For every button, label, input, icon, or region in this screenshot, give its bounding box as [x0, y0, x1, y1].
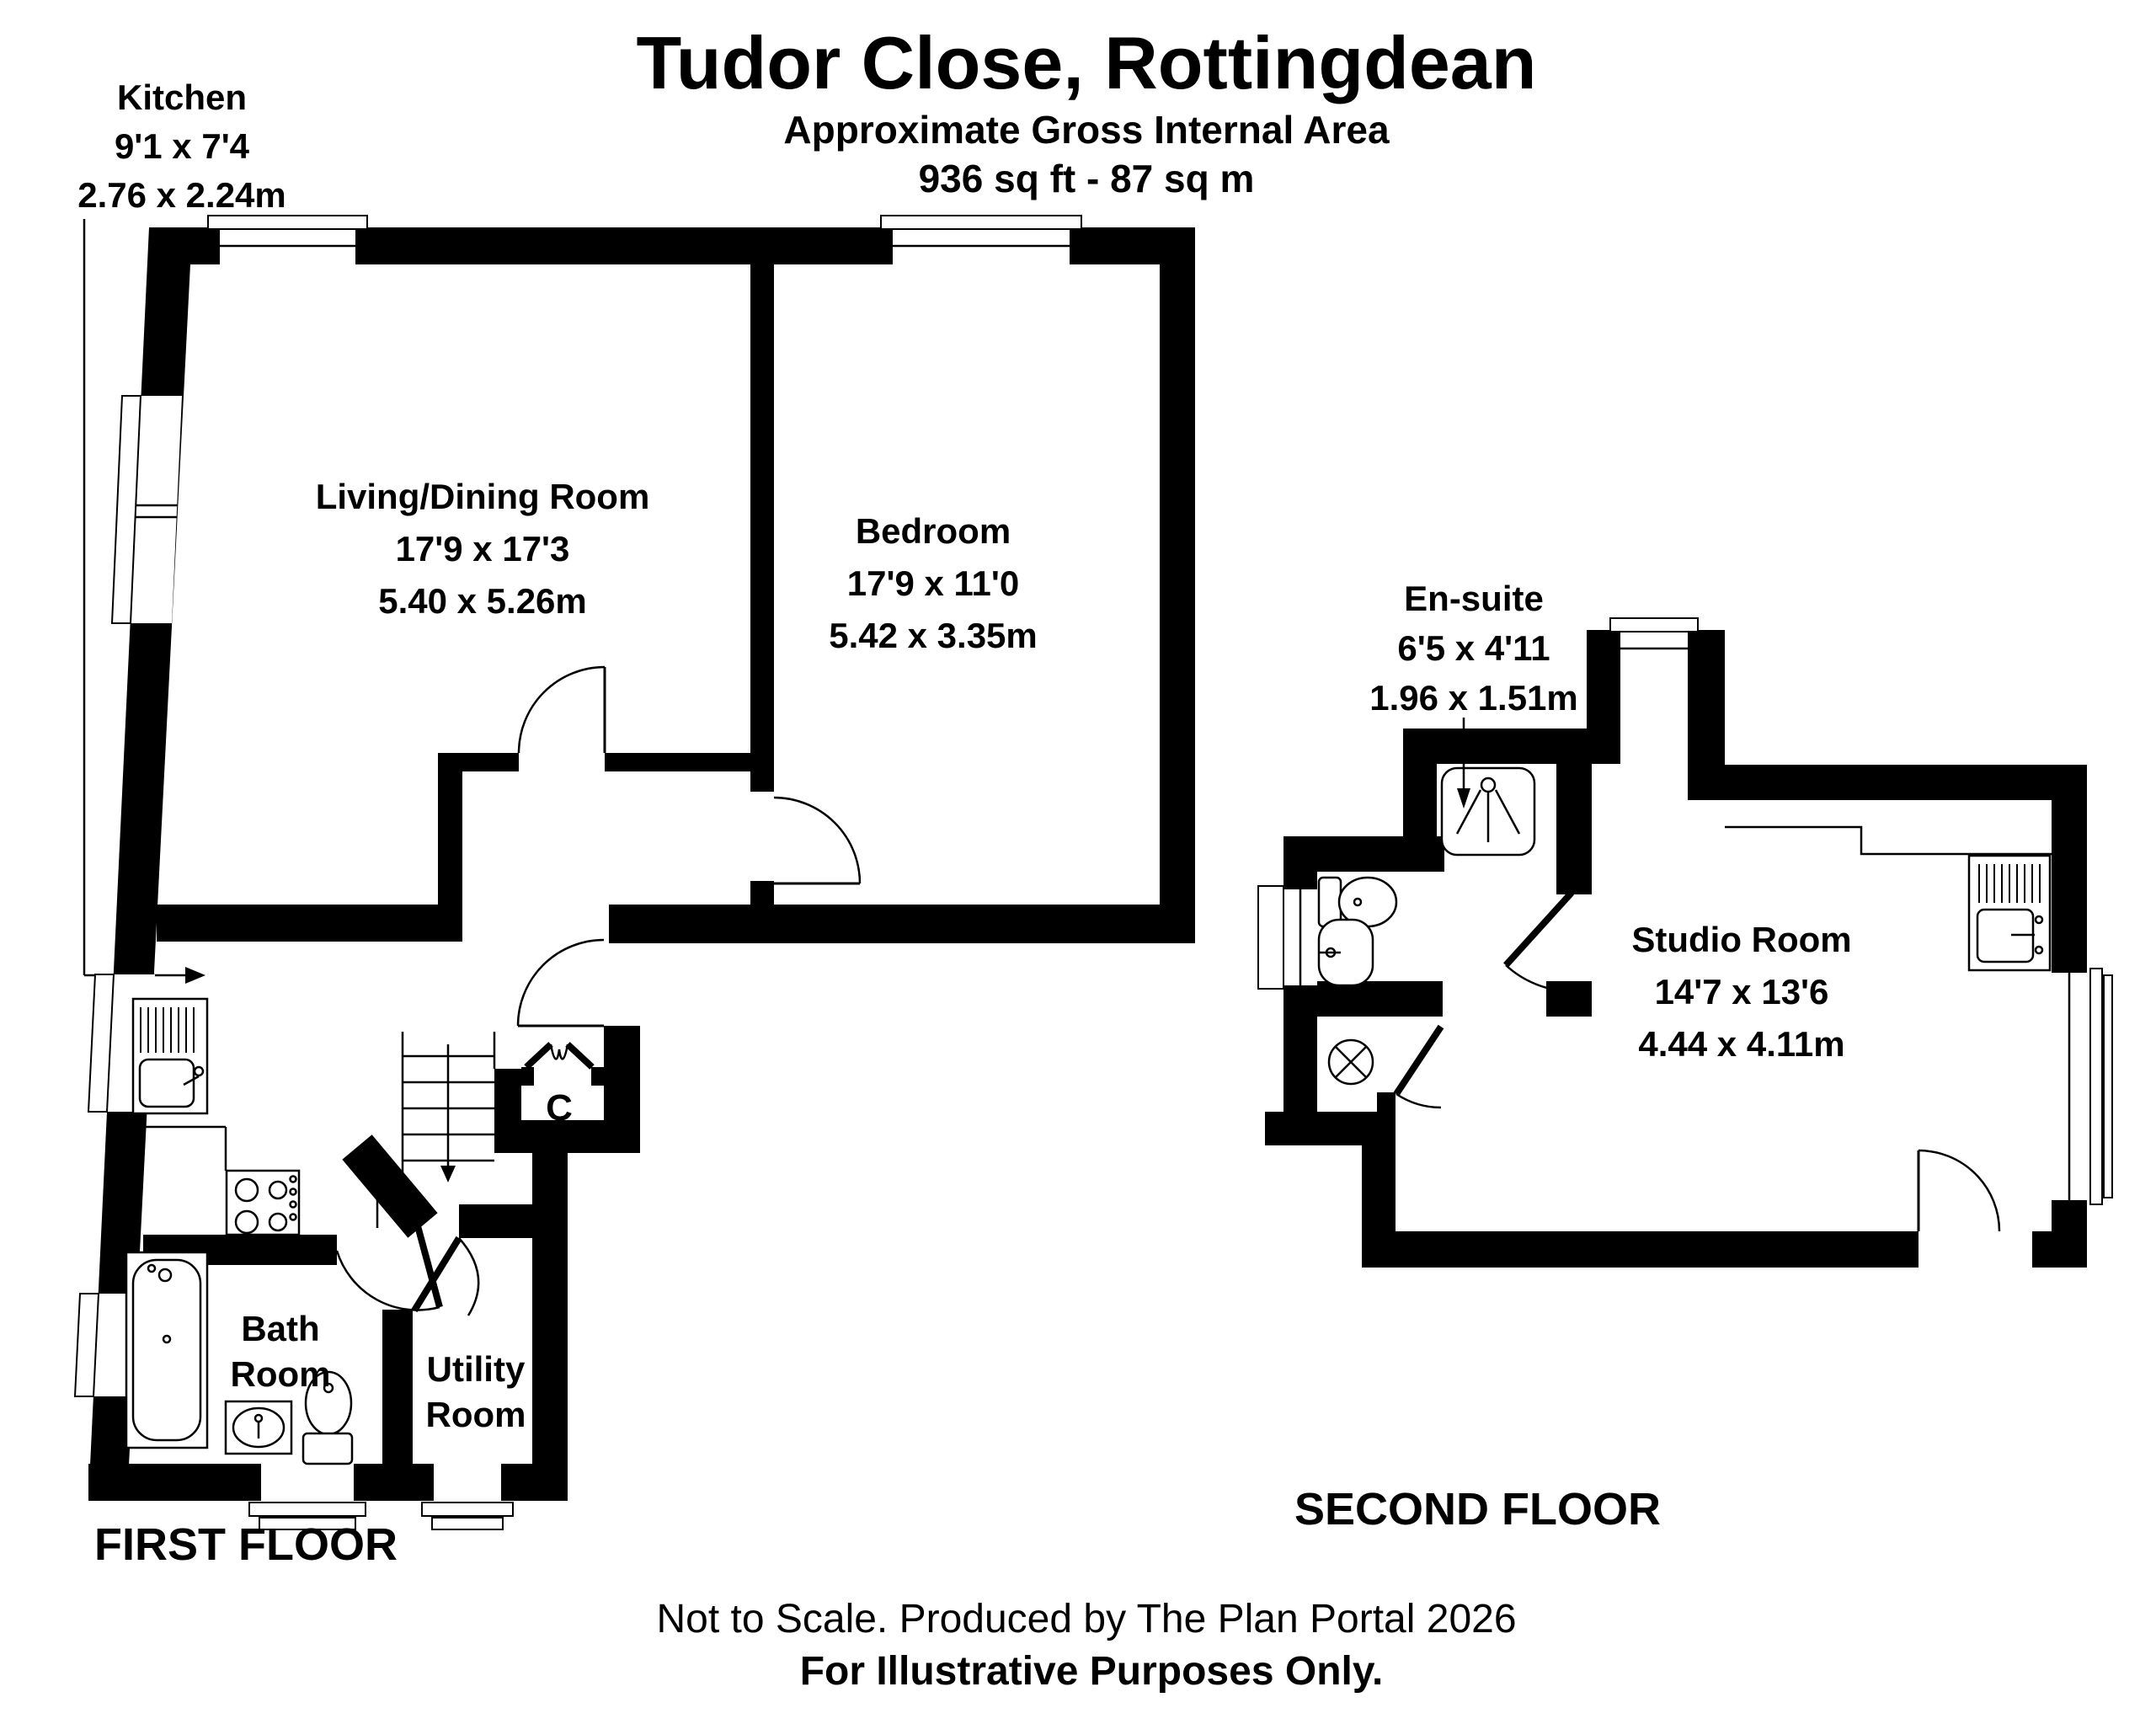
- bedroom-name: Bedroom: [856, 511, 1011, 551]
- kitchen-name: Kitchen: [117, 77, 247, 117]
- bathroom-name-2: Room: [231, 1354, 331, 1394]
- footer: Not to Scale. Produced by The Plan Porta…: [656, 1597, 1516, 1694]
- wall: [1265, 1112, 1396, 1145]
- bathroom-name-1: Bath: [241, 1309, 319, 1348]
- living-metric: 5.40 x 5.26m: [378, 581, 587, 621]
- wall: [1688, 630, 1725, 800]
- window: [110, 395, 182, 624]
- window: [1609, 617, 1699, 667]
- utility-name-1: Utility: [427, 1349, 526, 1389]
- hob-icon: [225, 1169, 301, 1236]
- wall: [1160, 227, 1195, 943]
- kitchen-imperial: 9'1 x 7'4: [115, 126, 250, 166]
- wall: [1556, 764, 1592, 894]
- door-bedroom: [750, 792, 862, 885]
- ensuite-metric: 1.96 x 1.51m: [1369, 678, 1578, 718]
- door-living: [517, 665, 606, 754]
- window: [1257, 885, 1317, 990]
- wall: [1725, 765, 2087, 800]
- ensuite-name: En-suite: [1404, 579, 1544, 618]
- bath-icon: [125, 1251, 209, 1449]
- cupboard-doors-icon: [524, 1042, 595, 1070]
- door-studio-entrance: [1917, 1149, 2001, 1232]
- ensuite-leader-arrow-icon: [1457, 718, 1470, 809]
- page-subtitle: Approximate Gross Internal Area: [783, 108, 1390, 152]
- shower-icon: [1440, 766, 1536, 857]
- studio-name: Studio Room: [1631, 920, 1851, 959]
- ensuite-basin-icon: [1317, 918, 1374, 987]
- wall: [609, 905, 1195, 943]
- living-name: Living/Dining Room: [316, 477, 650, 516]
- page-title: Tudor Close, Rottingdean: [637, 21, 1537, 104]
- wall: [1283, 981, 1443, 1017]
- gross-area: 936 sq ft - 87 sq m: [919, 157, 1255, 200]
- second-floor-plan: [1257, 617, 2113, 1268]
- door-ensuite: [1503, 890, 1574, 993]
- wall: [591, 1067, 604, 1086]
- wall: [2032, 1231, 2052, 1268]
- window: [248, 1464, 366, 1530]
- wall: [1362, 1231, 1919, 1268]
- bathroom-sink-icon: [224, 1400, 293, 1455]
- wall: [157, 905, 462, 942]
- first-floor-plan: [73, 215, 1195, 1530]
- wall: [1403, 729, 1620, 764]
- stairs-icon: [401, 1032, 496, 1182]
- wall: [2052, 765, 2087, 973]
- wall: [532, 1153, 568, 1499]
- kitchen-sink-icon: [131, 997, 209, 1115]
- wall: [605, 753, 750, 771]
- ensuite-toilet-icon: [1317, 876, 1398, 928]
- first-floor-labels: Living/Dining Room 17'9 x 17'3 5.40 x 5.…: [94, 477, 1038, 1570]
- kitchen-label: Kitchen 9'1 x 7'4 2.76 x 2.24m: [77, 77, 286, 984]
- utility-name-2: Room: [426, 1395, 526, 1434]
- wall: [494, 1120, 640, 1153]
- bedroom-imperial: 17'9 x 11'0: [847, 563, 1020, 603]
- door-bathroom: [335, 1221, 443, 1311]
- studio-sink-icon: [1967, 854, 2052, 972]
- window: [421, 1464, 514, 1530]
- wall: [382, 1310, 413, 1470]
- header: Tudor Close, Rottingdean Approximate Gro…: [637, 21, 1537, 200]
- studio-imperial: 14'7 x 13'6: [1655, 972, 1829, 1011]
- living-imperial: 17'9 x 17'3: [396, 529, 570, 568]
- door-landing: [1393, 1024, 1444, 1109]
- rooflight-icon: [1327, 1038, 1374, 1086]
- kitchen-metric: 2.76 x 2.24m: [77, 175, 286, 215]
- door-utility: [411, 1236, 480, 1316]
- studio-metric: 4.44 x 4.11m: [1638, 1024, 1844, 1064]
- window: [880, 215, 1082, 264]
- kitchen-counter: [129, 1125, 379, 1228]
- second-floor-labels: En-suite 6'5 x 4'11 1.96 x 1.51m Studio …: [1294, 579, 1852, 1535]
- bedroom-metric: 5.42 x 3.35m: [829, 616, 1038, 655]
- wall: [1283, 836, 1444, 872]
- second-floor-title: SECOND FLOOR: [1294, 1484, 1661, 1535]
- wall: [1377, 1092, 1396, 1112]
- window: [2052, 968, 2113, 1205]
- wall: [438, 753, 462, 942]
- window: [207, 215, 368, 264]
- wall: [2052, 1200, 2087, 1268]
- door-hall: [516, 938, 605, 1027]
- wall: [342, 1134, 438, 1238]
- first-floor-title: FIRST FLOOR: [94, 1519, 398, 1570]
- toilet-icon: [302, 1370, 354, 1465]
- cupboard-label: C: [546, 1087, 573, 1129]
- ensuite-imperial: 6'5 x 4'11: [1397, 628, 1550, 668]
- wall: [1546, 981, 1592, 1017]
- wall: [1283, 872, 1317, 889]
- wall: [750, 264, 774, 792]
- wall: [462, 753, 519, 771]
- footer-disclaimer: For Illustrative Purposes Only.: [800, 1649, 1384, 1694]
- wall: [521, 1067, 534, 1086]
- footer-note: Not to Scale. Produced by The Plan Porta…: [656, 1597, 1516, 1641]
- ceiling-step-line: [1725, 825, 2052, 856]
- wall: [459, 1204, 532, 1238]
